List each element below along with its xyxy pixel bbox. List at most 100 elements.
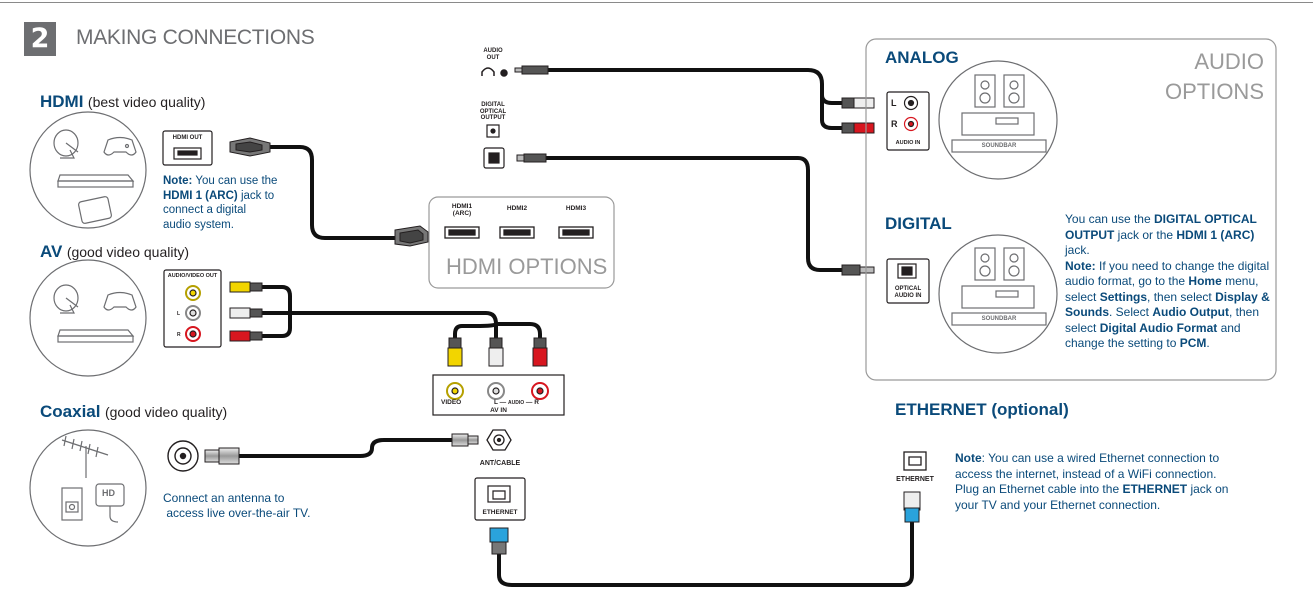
ethernet-jack-icon	[903, 451, 927, 471]
digital-note-run-4: Settings	[1099, 289, 1148, 304]
audio-options-line2: OPTIONS	[1164, 79, 1264, 104]
av-in-panel	[432, 374, 565, 416]
digital-note-run-5: , then select	[1147, 289, 1216, 304]
digital-note-run-1: If you need to change the digital audio …	[1065, 258, 1270, 289]
hdmi-cable	[268, 145, 397, 240]
av-cable-to-yellow	[453, 322, 498, 340]
optical-cable	[544, 156, 844, 272]
digital-note-run-6: Display & Sounds	[1065, 289, 1270, 320]
hdmi-note-line4: audio system.	[163, 218, 234, 231]
coaxial-caption: Connect an antenna to access live over-t…	[163, 491, 310, 521]
digital-text-run-0: You can use the	[1065, 212, 1154, 226]
coaxial-caption-line2: access live over-the-air TV.	[166, 506, 311, 520]
av-device-circle	[29, 259, 147, 377]
coax-port	[167, 440, 199, 472]
audio-options-line1: AUDIO	[1194, 49, 1264, 74]
optical-plug-soundbar	[841, 264, 875, 276]
av-in-l-label: L — AUDIO — R	[494, 399, 539, 406]
set-top-box-icon	[57, 174, 135, 188]
av-in-label: AV IN	[490, 407, 507, 414]
digital-intro-text: You can use the DIGITAL OPTICAL OUTPUT j…	[1065, 212, 1270, 259]
set-top-box-icon	[57, 329, 135, 343]
ethernet-cable	[497, 518, 914, 587]
hd-antenna-box-icon	[95, 483, 125, 523]
hdmi-in-ports	[444, 226, 594, 239]
av-cable-to-red	[494, 322, 542, 340]
hdmi3-label: HDMI3	[565, 205, 587, 212]
digital-note-text: Note: If you need to change the digital …	[1065, 259, 1270, 352]
satellite-dish-icon	[53, 284, 79, 314]
cables	[236, 68, 914, 587]
analog-r-label: R	[891, 119, 898, 129]
headphone-jack-icon	[481, 67, 508, 77]
digital-note-run-2: Home	[1188, 274, 1222, 288]
av-in-audio-text: AUDIO	[507, 400, 525, 406]
audio-options-box	[865, 38, 1277, 381]
soundbar-circle-analog	[938, 60, 1058, 180]
optical-output-label: DIGITAL OPTICAL OUTPUT	[473, 102, 513, 122]
av-out-port-box	[163, 269, 222, 348]
hdmi-title: HDMI	[40, 92, 84, 111]
digital-text-run-3: HDMI 1 (ARC)	[1176, 227, 1255, 242]
coax-cable	[236, 438, 454, 458]
coaxial-caption-line1: Connect an antenna to	[163, 491, 285, 505]
hdmi-note-post: jack to	[240, 189, 275, 202]
ethernet-jack-label: ETHERNET	[896, 476, 934, 483]
game-controller-icon	[103, 291, 137, 311]
satellite-dish-icon	[53, 129, 79, 159]
ethernet-note-run-0: Note	[955, 451, 982, 465]
av-in-l-text: L	[494, 399, 498, 406]
ethernet-plug-right	[903, 491, 921, 523]
ethernet-note-run-3: jack on your TV and your Ethernet connec…	[955, 482, 1229, 512]
step-number-badge: 2	[24, 22, 56, 56]
audio-options-title: AUDIO OPTIONS	[1150, 47, 1264, 107]
hdmi-note: Note: You can use the HDMI 1 (ARC) jack …	[163, 174, 298, 232]
analog-audio-in-label: AUDIO IN	[895, 140, 921, 146]
rca-plugs-left	[229, 281, 263, 342]
audio-out-label: AUDIO OUT	[478, 48, 508, 61]
digital-note-run-7: . Select	[1109, 305, 1153, 319]
av-out-label: AUDIO/VIDEO OUT	[167, 273, 218, 279]
section-title: MAKING CONNECTIONS	[76, 26, 315, 49]
digital-note-run-12: PCM	[1179, 336, 1207, 350]
tv-ethernet-box	[474, 477, 526, 521]
analog-l-label: L	[891, 98, 897, 108]
av-in-r-text: R	[534, 399, 539, 406]
coax-plug-right	[451, 433, 479, 447]
av-quality: (good video quality)	[66, 244, 189, 260]
hdmi1-text: HDMI1	[451, 203, 473, 210]
coaxial-heading: Coaxial (good video quality)	[40, 402, 227, 422]
tablet-icon	[77, 196, 113, 224]
digital-note-run-8: Audio Output	[1152, 305, 1229, 319]
analog-audio-cable	[546, 68, 844, 130]
top-rule	[0, 2, 1313, 3]
analog-rca-plugs	[841, 97, 875, 134]
digital-text-run-4: jack.	[1065, 243, 1090, 257]
digital-instructions: You can use the DIGITAL OPTICAL OUTPUT j…	[1065, 212, 1270, 352]
hdmi-heading: HDMI (best video quality)	[40, 92, 205, 112]
optical-audio-in-box	[886, 258, 930, 304]
av-title: AV	[40, 242, 63, 261]
audio-jack-plug	[514, 65, 549, 75]
optical-in-line2: AUDIO IN	[894, 293, 922, 299]
hdmi1-arc-text: (ARC)	[452, 210, 472, 217]
coaxial-device-circle	[29, 429, 147, 547]
digital-note-run-13: .	[1206, 336, 1210, 350]
hdmi-out-port-box	[162, 130, 213, 166]
hdmi-note-pre: You can use the	[195, 175, 278, 187]
hdmi1-label: HDMI1 (ARC)	[442, 203, 482, 217]
ethernet-note-run-1: : You can use a wired Ethernet connectio…	[955, 451, 1220, 496]
soundbar-label-analog: SOUNDBAR	[981, 143, 1017, 149]
digital-note-run-0: Note:	[1065, 258, 1096, 273]
audio-out-line2: OUT	[486, 54, 500, 61]
analog-audio-in-box	[886, 91, 930, 151]
coaxial-quality: (good video quality)	[104, 404, 228, 420]
hdmi-plug-right	[394, 225, 429, 247]
hdmi-device-circle	[29, 111, 147, 229]
hdmi-note-label: Note:	[163, 175, 193, 187]
av-in-video-label: VIDEO	[441, 399, 462, 406]
ant-cable-label: ANT/CABLE	[479, 460, 521, 467]
audio-out-line1: AUDIO	[483, 48, 503, 54]
digital-note-run-11: and change the setting to	[1065, 320, 1241, 351]
